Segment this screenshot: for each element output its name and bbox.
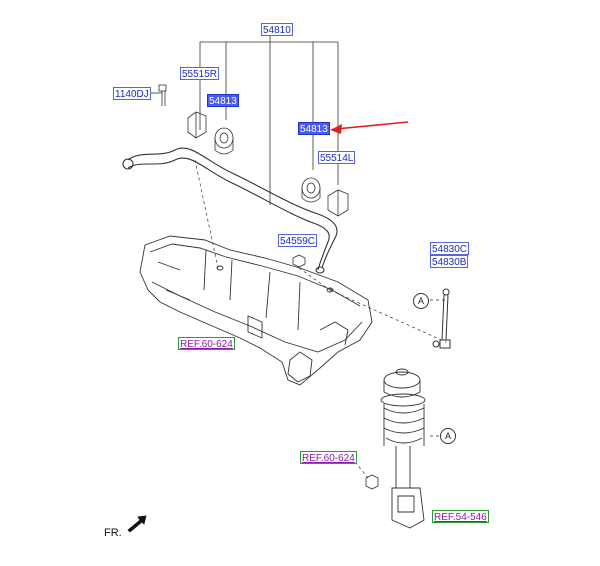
bracket-right	[187, 111, 207, 139]
callout-a-link: A	[413, 293, 429, 309]
part-label-55515r[interactable]: 55515R	[180, 67, 220, 80]
bushing-right	[214, 127, 234, 155]
nut-54559c	[292, 254, 306, 268]
front-direction-label: FR.	[104, 527, 122, 539]
part-label-54830b[interactable]: 54830B	[430, 255, 469, 268]
guide-lines	[194, 159, 447, 479]
strut-assembly	[380, 368, 426, 529]
strut-nut	[365, 474, 379, 490]
ref-label-strut[interactable]: REF.54-546	[432, 510, 489, 523]
bushing-left	[301, 177, 321, 203]
ref-label-crossmember[interactable]: REF.60-624	[178, 337, 235, 350]
front-arrow-icon	[127, 515, 147, 533]
part-label-54813-selected[interactable]: 54813	[298, 122, 330, 135]
callout-a-strut: A	[440, 428, 456, 444]
assembly-leader-lines	[150, 36, 339, 205]
part-label-55514l[interactable]: 55514L	[318, 151, 356, 164]
ref-label-strut-mount[interactable]: REF.60-624	[300, 451, 357, 464]
part-label-54559c[interactable]: 54559C	[278, 234, 318, 247]
stabilizer-link	[432, 288, 451, 349]
crossmember-subframe	[139, 235, 373, 386]
stabilizer-bar	[122, 147, 338, 274]
part-label-1140dj[interactable]: 1140DJ	[113, 87, 151, 100]
part-label-54813-right[interactable]: 54813	[207, 94, 239, 107]
bracket-left	[327, 189, 349, 217]
selection-arrow-icon	[330, 121, 409, 134]
bolt-1140dj	[158, 84, 167, 106]
part-label-54810[interactable]: 54810	[261, 23, 293, 36]
part-label-54830c[interactable]: 54830C	[430, 242, 470, 255]
